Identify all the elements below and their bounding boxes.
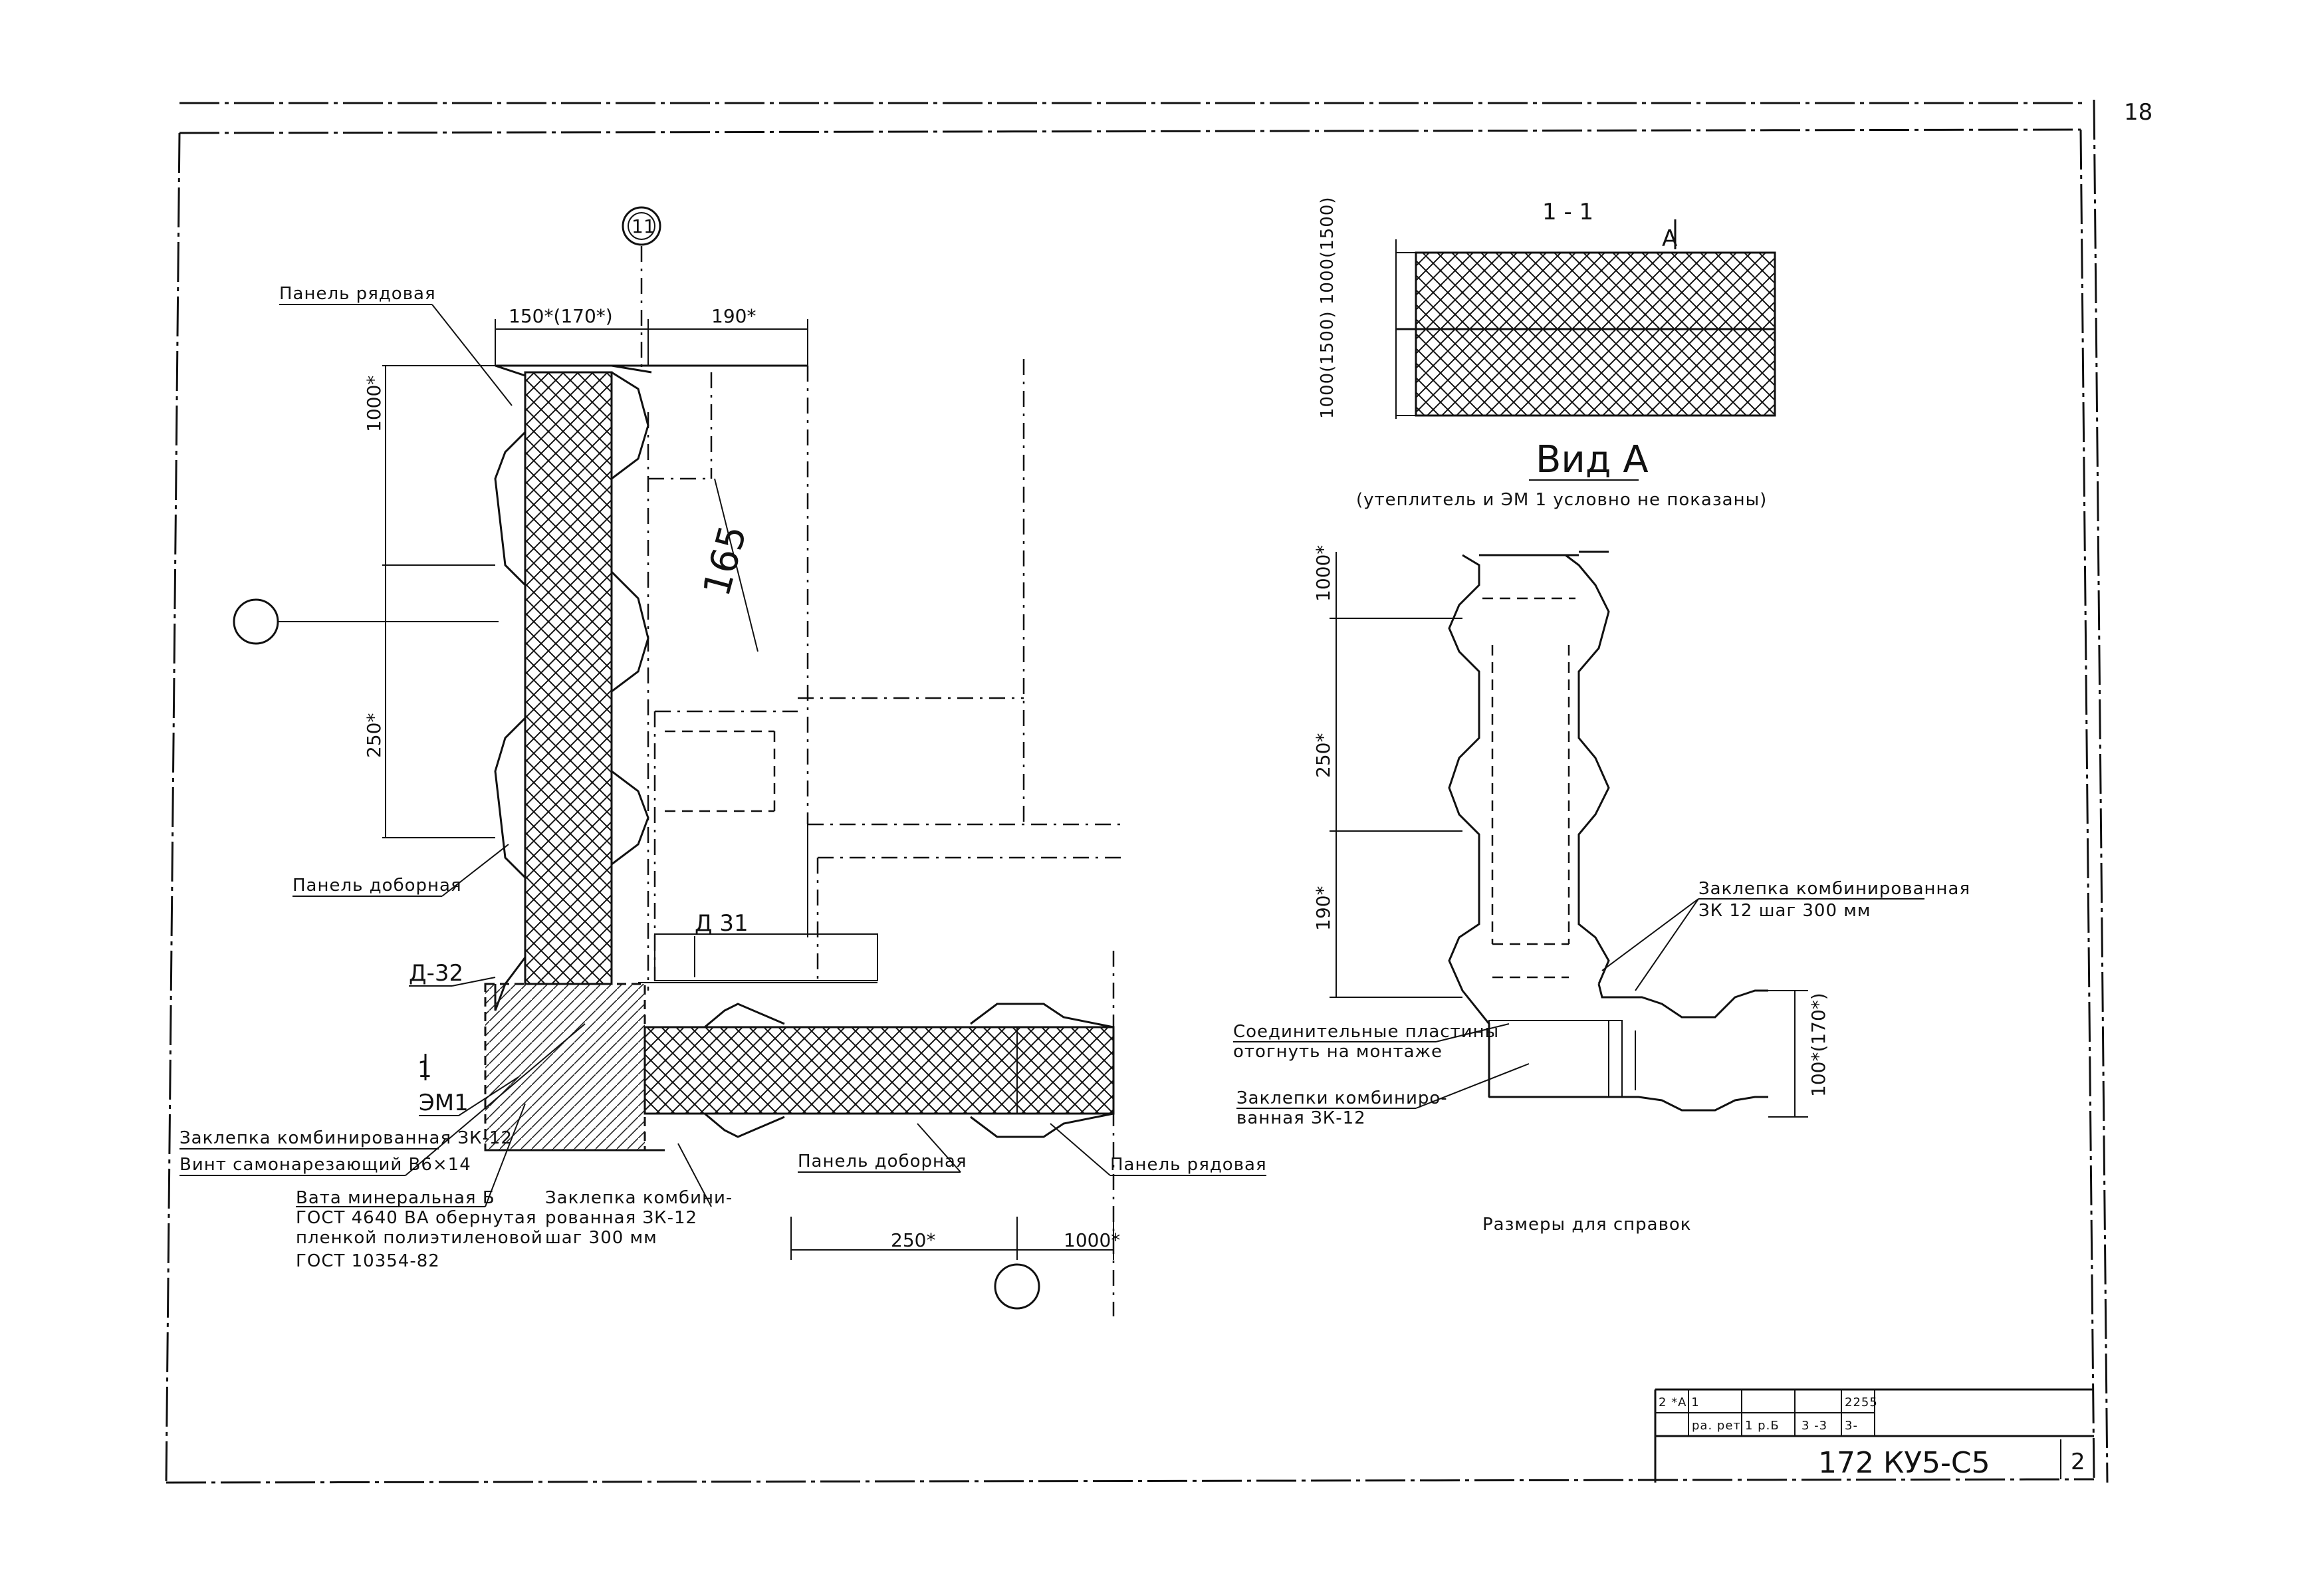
label-rivet-step-1: Заклепка комбини- (545, 1188, 733, 1208)
label-panel-extra-bottom: Панель доборная (798, 1151, 967, 1171)
label-mineral-wool-3: пленкой полиэтиленовой (296, 1228, 543, 1248)
title-cell-5: 2255 (1845, 1395, 1878, 1409)
view-a-plates-label-2: отогнуть на монтаже (1233, 1042, 1443, 1062)
dim-250-bottom: 250* (891, 1229, 935, 1251)
label-mineral-wool-2: ГОСТ 4640 ВА обернутая (296, 1208, 537, 1228)
label-panel-extra-left: Панель доборная (292, 876, 462, 896)
view-a-rivet2-label-2: ванная ЗК-12 (1236, 1108, 1366, 1128)
section-1-1-marker: А (1662, 225, 1677, 252)
view-a-rivet-label-2: ЗК 12 шаг 300 мм (1698, 901, 1871, 921)
label-d32: Д-32 (409, 960, 463, 987)
title-cell-1: 2 *А 1 (1659, 1395, 1700, 1409)
label-em1: ЭМ1 (419, 1090, 469, 1116)
title-page: 2 (2071, 1449, 2085, 1475)
main-labels: Панель рядовая Панель доборная Д-32 1 ЭМ… (179, 284, 1267, 1271)
dim-165: 165 (695, 521, 755, 601)
dim-1000-top: 1000* (363, 376, 385, 432)
sheet-number: 18 (2124, 99, 2152, 126)
view-a-note: (утеплитель и ЭМ 1 условно не показаны) (1356, 490, 1767, 510)
dim-190-top: 190* (711, 305, 756, 327)
label-rivet-combined: Заклепка комбинированная ЗК-12 (179, 1128, 513, 1148)
label-rivet-step-3: шаг 300 мм (545, 1228, 657, 1248)
grid-axes: 11 (233, 206, 1040, 1310)
axis-bubble-left (233, 598, 279, 645)
main-dimensions: 150*(170*) 190* 1000* 250* 165 250* 1000… (363, 305, 1120, 1260)
horizontal-panel (484, 983, 1115, 1151)
title-cell-4: 3 -3 (1801, 1419, 1827, 1433)
title-block: 2 *А 1 ра. рет 1 р.Б 3 -3 2255 3- 172 КУ… (1654, 1388, 2094, 1483)
dim-width: 150*(170*) (509, 305, 613, 327)
section-1-1-dim: 1000(1500) 1000(1500) (1318, 196, 1337, 419)
view-a-dim-1000: 1000* (1312, 545, 1334, 602)
title-cell-2: ра. рет (1692, 1419, 1741, 1433)
view-a-plates-label-1: Соединительные пластины (1233, 1022, 1499, 1042)
axis-bubble-bottom (994, 1263, 1040, 1310)
view-a-dim-190: 190* (1312, 886, 1334, 931)
view-a-rivet2-label-1: Заклепки комбиниро- (1236, 1088, 1448, 1108)
axis-bubble-top-label: 11 (632, 215, 655, 237)
label-mineral-wool-1: Вата минеральная Б (296, 1188, 495, 1208)
vertical-panel-stack (494, 364, 808, 1011)
title-code: 172 КУ5-С5 (1818, 1446, 1990, 1480)
section-1-1-title: 1 - 1 (1542, 199, 1593, 225)
label-d31: Д 31 (695, 910, 749, 937)
label-panel-row-top: Панель рядовая (279, 284, 436, 304)
label-mineral-wool-4: ГОСТ 10354-82 (296, 1251, 440, 1271)
title-cell-3: 1 р.Б (1745, 1419, 1780, 1433)
label-screw: Винт самонарезающий В6×14 (179, 1155, 471, 1175)
section-1-1: 1 - 1 А 1000(1500) 1000(1500) (1318, 196, 1776, 419)
label-panel-row-bottom: Панель рядовая (1110, 1155, 1267, 1175)
view-a-rivet-label-1: Заклепка комбинированная (1698, 879, 1970, 899)
dim-1000-bottom: 1000* (1064, 1229, 1120, 1251)
dashed-structure (638, 359, 1123, 1316)
view-a-dim-right: 100*(170*) (1807, 993, 1829, 1097)
dim-250-left: 250* (363, 713, 385, 758)
title-cell-6: 3- (1845, 1419, 1858, 1433)
view-a-footnote: Размеры для справок (1482, 1215, 1692, 1235)
axis-bubble-top (622, 206, 661, 246)
sheet-frame (165, 99, 2109, 1484)
view-a-dim-250: 250* (1312, 733, 1334, 778)
view-a: Вид А (утеплитель и ЭМ 1 условно не пока… (1233, 438, 1970, 1235)
label-rivet-step-2: рованная ЗК-12 (545, 1208, 697, 1228)
view-a-title: Вид А (1536, 438, 1649, 481)
